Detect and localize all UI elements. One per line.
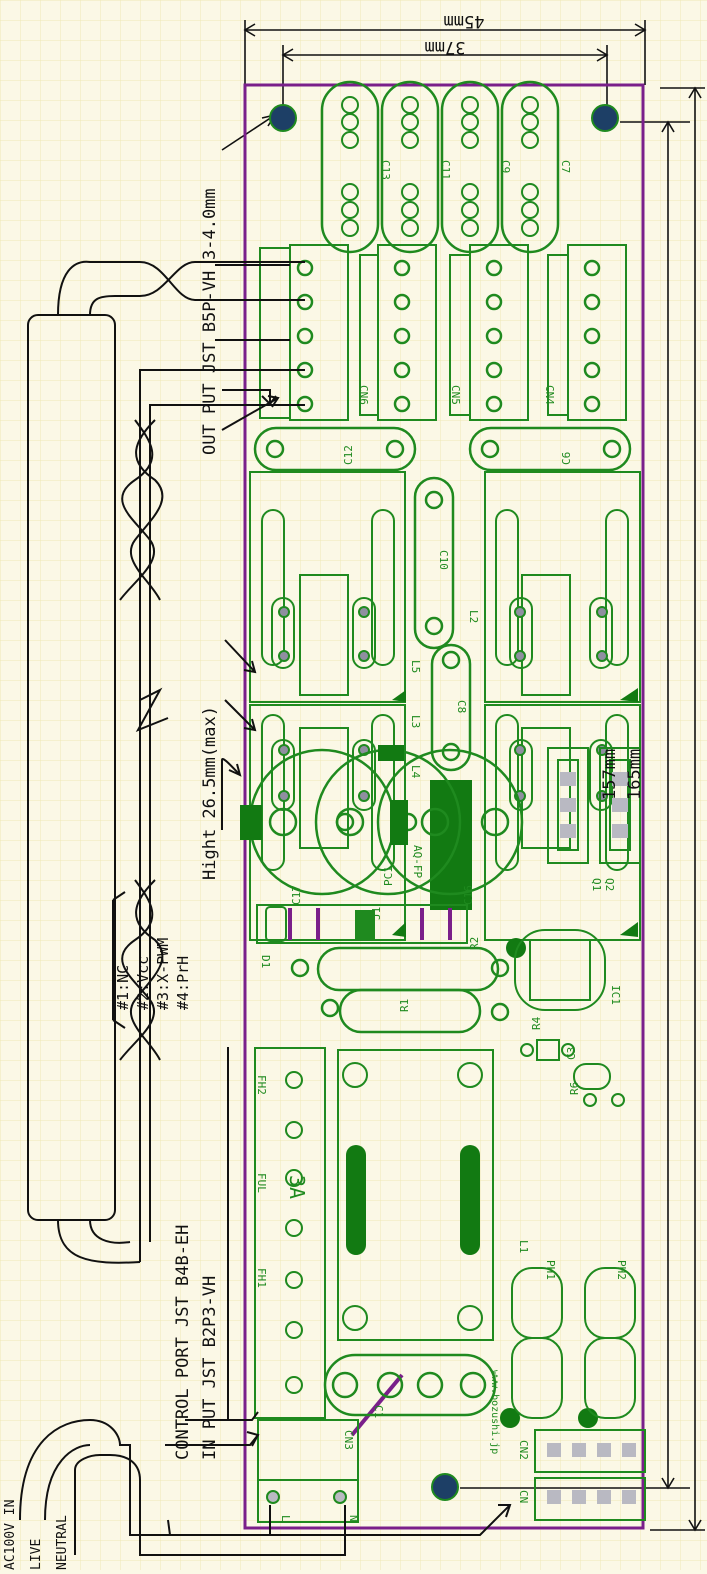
cap-polarity-pad <box>240 805 262 840</box>
fuse-holders <box>254 1047 326 1419</box>
dim-45mm: 45mm <box>444 11 485 31</box>
silk-l2: L2 <box>467 610 480 623</box>
silk-d1: D1 <box>259 955 272 968</box>
lamp-wiring <box>19 260 512 1556</box>
dim-157mm: 157mm <box>600 749 620 800</box>
silk-pc1: PC1 <box>382 866 395 886</box>
silk-j1: J1 <box>370 907 383 920</box>
silk-cn: CN <box>517 1490 530 1503</box>
silk-fh2: FH2 <box>255 1075 268 1095</box>
control-headers <box>534 1429 646 1521</box>
silk-c9: C9 <box>499 160 512 173</box>
silk-c8: C8 <box>455 700 468 713</box>
mounting-holes <box>269 104 619 1501</box>
silk-c3: C3 <box>565 1047 578 1060</box>
silk-ph1: PH1 <box>544 1260 557 1280</box>
silk-c10: C10 <box>437 550 450 570</box>
silk-l3: L3 <box>409 715 422 728</box>
mounting-hole-3 <box>431 1473 459 1501</box>
silk-ic1: IC1 <box>609 985 622 1005</box>
lamp-tube <box>27 314 116 1221</box>
ic1 <box>514 929 606 1011</box>
hole-annotation: 3-4.0mm <box>200 188 220 260</box>
control-port-label: CONTROL PORT JST B4B-EH <box>173 1225 193 1460</box>
input-connector <box>257 1419 359 1523</box>
silk-ph2: PH2 <box>615 1260 628 1280</box>
silk-r1: R1 <box>398 999 411 1012</box>
c17-j1-area <box>256 904 468 944</box>
silk-fh1: FH1 <box>255 1268 268 1288</box>
aqfp-block <box>430 780 472 910</box>
pin1-label: #1:NC <box>114 965 132 1010</box>
silk-marker-4 <box>392 690 406 702</box>
silk-c16: C16 <box>462 885 475 905</box>
silk-marker-3 <box>392 922 406 937</box>
silkscreen-text: C13 C11 C9 C7 CN6 CN5 CN4 C12 C6 C10 L2 … <box>255 160 628 1522</box>
header-pins <box>547 1443 636 1504</box>
cap-pad-top <box>378 745 404 761</box>
silk-r2: R2 <box>468 937 481 950</box>
silk-c13: C13 <box>379 160 392 180</box>
silk-l1: L1 <box>517 1240 530 1253</box>
height-annotation: Hight 26.5mm(max) <box>200 706 220 880</box>
input-connector-label: IN PUT JST B2P3-VH <box>200 1276 220 1460</box>
input-pins <box>266 1490 347 1504</box>
silk-c17: C17 <box>290 885 303 905</box>
transformer-pads <box>346 1145 480 1255</box>
silk-marker-1 <box>620 688 638 702</box>
silk-c7: C7 <box>559 160 572 173</box>
silk-l4: L4 <box>409 765 422 779</box>
silk-c11: C11 <box>439 160 452 180</box>
silk-q1: Q1 <box>590 878 603 891</box>
j1-pad <box>355 910 375 940</box>
silk-aqfp: AQ-FP <box>411 845 424 878</box>
silk-pin-l: L <box>279 1515 292 1522</box>
silk-l5: L5 <box>409 660 422 673</box>
silk-cn2: CN2 <box>517 1440 530 1460</box>
transistor-pins <box>560 772 628 838</box>
silk-c12: C12 <box>342 445 355 465</box>
diode-resistors <box>290 946 510 1034</box>
pin4-label: #4:PrH <box>174 956 192 1010</box>
silk-cn6: CN6 <box>357 385 370 405</box>
dim-37mm: 37mm <box>425 37 466 57</box>
live-label: LIVE <box>29 1539 44 1570</box>
silk-ful: FUL <box>255 1173 268 1193</box>
silk-r4: R4 <box>530 1016 543 1030</box>
silk-pin-n: N <box>347 1515 360 1522</box>
silk-marker-2 <box>620 922 638 937</box>
silk-fuse: 3A <box>285 1175 309 1199</box>
annotation-text: 45mm 37mm 157mm 165mm 3-4.0mm Hight 26.5… <box>3 11 645 1570</box>
silk-site: www.bozushi.jp <box>489 1370 500 1454</box>
transistors <box>547 747 641 864</box>
dimension-lines <box>221 20 705 1532</box>
silk-q2: Q2 <box>603 878 616 891</box>
cap-c1 <box>323 1353 497 1417</box>
output-connector-label: OUT PUT JST B5P-VH <box>200 271 220 455</box>
ac-in-label: AC100V IN <box>3 1500 18 1570</box>
silk-c1: C1 <box>372 1405 385 1418</box>
mounting-hole-1 <box>269 104 297 132</box>
small-parts <box>511 1039 636 1419</box>
silk-r6: R6 <box>568 1082 581 1095</box>
pin2-label: #2:Vcc <box>134 956 152 1010</box>
cap-pad-mid <box>390 800 408 845</box>
mounting-hole-2 <box>591 104 619 132</box>
main-transformer <box>337 1049 494 1341</box>
neutral-label: NEUTRAL <box>55 1515 70 1570</box>
silk-c6: C6 <box>560 452 573 465</box>
inductor-pins <box>278 606 608 802</box>
silk-cn3: CN3 <box>342 1430 355 1450</box>
silk-cn5: CN5 <box>449 385 462 405</box>
silk-cn4: CN4 <box>543 385 556 405</box>
pin3-label: #3:X-PWM <box>154 938 172 1010</box>
dim-165mm: 165mm <box>625 749 645 800</box>
caps-c10-c8 <box>413 476 472 772</box>
caps-c12-c6 <box>253 426 632 472</box>
jumper-wires <box>288 908 452 1437</box>
